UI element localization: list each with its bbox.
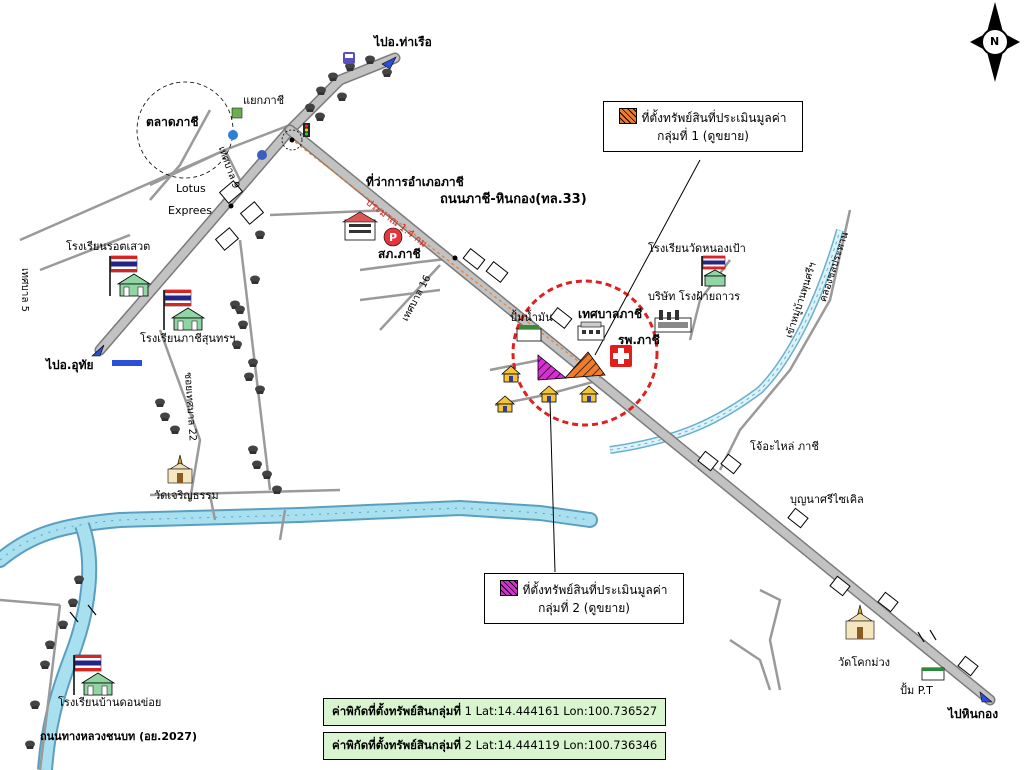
callout-group2[interactable]: ที่ตั้งทรัพย์สินที่ประเมินมูลค่า กลุ่มที… — [484, 573, 684, 624]
label-lotus-1: Lotus — [176, 182, 206, 195]
label-to-hin-kong: ไปหินกอง — [948, 707, 999, 721]
label-gas-station: ปั้มน้ำมัน — [510, 311, 553, 324]
label-lotus-2: Exprees — [168, 204, 212, 217]
callout1-line1: ที่ตั้งทรัพย์สินที่ประเมินมูลค่า — [641, 111, 787, 125]
coord1-lat: Lat:14.444161 — [475, 704, 560, 718]
gas-station-icon — [516, 325, 542, 342]
bus-icon — [257, 150, 267, 160]
market-area-circle — [136, 81, 234, 179]
pump-pt-icon — [921, 667, 945, 681]
bridge-markers — [69, 604, 937, 643]
label-school-rot: โรงเรียนรอตเสวต — [66, 240, 151, 253]
label-to-tharuea: ไปอ.ท่าเรือ — [374, 35, 432, 49]
info-icon — [228, 130, 238, 140]
label-spare-parts: โจ้อะไหล่ ภาชี — [750, 440, 819, 453]
municipality-building-icon — [577, 321, 605, 341]
label-district-office: ที่ว่าการอำเภอภาชี — [366, 175, 464, 189]
label-school-sunthon: โรงเรียนภาชีสุนทรฯ — [140, 332, 236, 345]
label-school-donkhoi: โรงเรียนบ้านดอนข่อย — [58, 696, 162, 709]
police-icon: P — [383, 227, 403, 247]
callout-group1[interactable]: ที่ตั้งทรัพย์สินที่ประเมินมูลค่า กลุ่มที… — [603, 101, 803, 152]
river — [0, 499, 598, 770]
coord2-lon: Lon:100.736346 — [563, 738, 658, 752]
callout2-leader — [549, 399, 556, 573]
label-recycle: บุญนาศรีไซเคิล — [790, 493, 864, 506]
uthai-sign-icon — [112, 360, 142, 366]
label-school-nongpao: โรงเรียนวัดหนองเป้า — [648, 242, 746, 255]
minor-roads — [0, 109, 852, 770]
callout2-line1: ที่ตั้งทรัพย์สินที่ประเมินมูลค่า — [522, 583, 668, 597]
coord2-lat: Lat:14.444119 — [475, 738, 560, 752]
distance-line — [294, 141, 601, 379]
direction-arrow-icon — [91, 56, 993, 703]
main-highway — [94, 52, 996, 706]
temple-icon — [167, 454, 875, 640]
north-arrow-icon — [970, 2, 1020, 82]
label-rural-road: ถนนทางหลวงชนบท (อย.2027) — [40, 730, 197, 743]
property-area-circle — [511, 279, 659, 427]
coord1-group: 1 — [464, 704, 472, 718]
callout1-line2: กลุ่มที่ 1 (ดูขยาย) — [657, 129, 749, 143]
label-yaek-phachi: แยกภาชี — [243, 94, 285, 107]
coordinates-group1: ค่าพิกัดที่ตั้งทรัพย์สินกลุ่มที่ 1 Lat:1… — [323, 698, 667, 726]
label-road-main: ถนนภาชี-หินกอง(ทล.33) — [440, 192, 587, 207]
group2-swatch-icon — [500, 580, 519, 596]
school-flag-icon — [73, 255, 727, 696]
coord1-label: ค่าพิกัดที่ตั้งทรัพย์สินกลุ่มที่ — [332, 704, 461, 718]
coord1-lon: Lon:100.736527 — [563, 704, 658, 718]
callout2-line2: กลุ่มที่ 2 (ดูขยาย) — [538, 601, 630, 615]
coordinates-group2: ค่าพิกัดที่ตั้งทรัพย์สินกลุ่มที่ 2 Lat:1… — [323, 732, 667, 760]
svg-text:P: P — [389, 231, 397, 244]
property-group1[interactable] — [564, 351, 606, 379]
coord2-group: 2 — [464, 738, 472, 752]
label-thetsaban5: เทศบาล 5 — [19, 268, 30, 312]
factory-icon — [654, 310, 692, 333]
district-office-icon — [341, 211, 379, 241]
coord2-label: ค่าพิกัดที่ตั้งทรัพย์สินกลุ่มที่ — [332, 738, 461, 752]
hospital-cross-icon — [610, 345, 632, 367]
label-to-uthai: ไปอ.อุทัย — [46, 358, 94, 372]
market-icon — [231, 107, 243, 119]
label-talat-phachi: ตลาดภาชี — [146, 115, 199, 129]
label-hospital: รพ.ภาชี — [618, 333, 660, 347]
label-textile: บริษัท โรงฝ้ายถาวร — [648, 290, 741, 303]
label-wat-charoen: วัดเจริญธรรม — [154, 489, 219, 502]
roadside-buildings — [214, 180, 979, 677]
property-group2[interactable] — [537, 354, 568, 381]
traffic-light-icon — [303, 123, 310, 137]
label-pump-pt: ปั้ม P.T — [900, 684, 933, 697]
label-municipality: เทศบาลภาชี — [578, 307, 643, 321]
label-wat-khok: วัดโคกม่วง — [838, 656, 891, 669]
label-compass-n: N — [990, 35, 1000, 48]
label-police: สภ.ภาชี — [378, 247, 421, 261]
callout1-leader — [594, 159, 701, 356]
junction-marker — [281, 129, 303, 151]
group1-swatch-icon — [619, 108, 638, 124]
train-icon — [343, 52, 355, 64]
